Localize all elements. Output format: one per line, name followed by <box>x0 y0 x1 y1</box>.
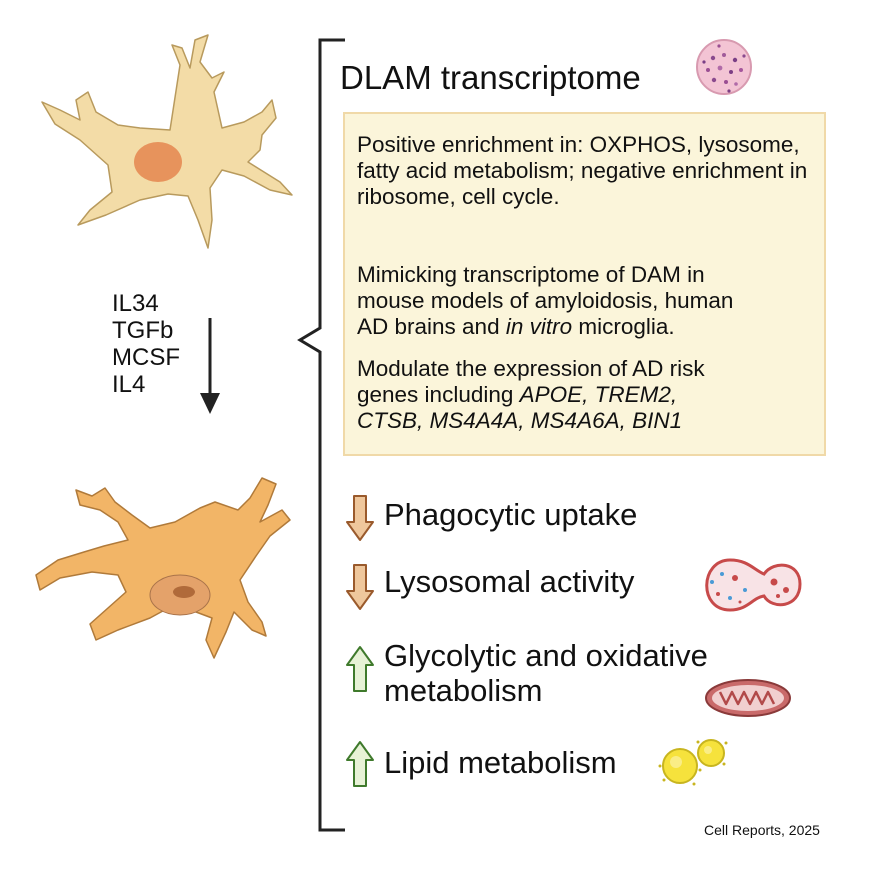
in-vitro-italic: in vitro <box>505 314 573 339</box>
risk-genes-line-3: CTSB, MS4A4A, MS4A6A, BIN1 <box>357 408 817 434</box>
summary-bracket <box>297 38 345 832</box>
mimicking-line-1: Mimicking transcriptome of DAM in <box>357 262 705 287</box>
mimicking-line-3-end: microglia. <box>572 314 675 339</box>
mimicking-paragraph: Mimicking transcriptome of DAM in mouse … <box>357 262 817 340</box>
lipid-droplets-icon <box>658 739 728 786</box>
transcriptome-summary-box: Positive enrichment in: OXPHOS, lysosome… <box>343 112 826 456</box>
stimuli-list: IL34 TGFb MCSF IL4 <box>112 290 180 398</box>
enrichment-paragraph: Positive enrichment in: OXPHOS, lysosome… <box>357 132 808 209</box>
stimulus-il4: IL4 <box>112 371 146 398</box>
lysosome-icon <box>705 558 802 612</box>
stimulus-il34: IL34 <box>112 290 159 317</box>
risk-genes-italic-2: CTSB, MS4A4A, MS4A6A, BIN1 <box>357 408 683 433</box>
resting-microglia-cell <box>41 34 293 249</box>
resting-nucleus <box>134 142 182 182</box>
stimulus-arrow <box>200 318 220 414</box>
activated-microglia-cell <box>35 477 291 659</box>
diagram-title: DLAM transcriptome <box>340 59 641 96</box>
mimicking-line-3: AD brains and in vitro microglia. <box>357 314 817 340</box>
outcome-glycolytic-line-1: Glycolytic and oxidative <box>384 638 708 673</box>
stimulus-tgfb: TGFb <box>112 317 174 344</box>
citation: Cell Reports, 2025 <box>704 822 820 838</box>
risk-genes-line-1: Modulate the expression of AD risk <box>357 356 705 381</box>
outcome-lysosomal-activity: Lysosomal activity <box>384 564 635 599</box>
mitochondrion-icon <box>705 679 791 717</box>
risk-genes-italic-1: APOE, TREM2, <box>519 382 678 407</box>
arrow-up-lipid <box>346 741 374 787</box>
arrow-up-glycolytic <box>346 646 374 692</box>
outcome-lipid-metabolism: Lipid metabolism <box>384 745 617 780</box>
transcriptome-tissue-icon <box>696 39 752 95</box>
mimicking-line-3-text: AD brains and <box>357 314 506 339</box>
outcome-glycolytic-line-2: metabolism <box>384 673 543 708</box>
mimicking-line-2: mouse models of amyloidosis, human <box>357 288 734 313</box>
stimulus-mcsf: MCSF <box>112 344 180 371</box>
risk-genes-paragraph: Modulate the expression of AD risk genes… <box>357 356 817 434</box>
arrow-down-phagocytic <box>346 495 374 541</box>
nucleolus <box>173 586 195 598</box>
arrow-down-lysosomal <box>346 564 374 610</box>
risk-genes-line-2: genes including APOE, TREM2, <box>357 382 817 408</box>
outcome-phagocytic-uptake: Phagocytic uptake <box>384 497 638 532</box>
risk-genes-line-2-text: genes including <box>357 382 520 407</box>
